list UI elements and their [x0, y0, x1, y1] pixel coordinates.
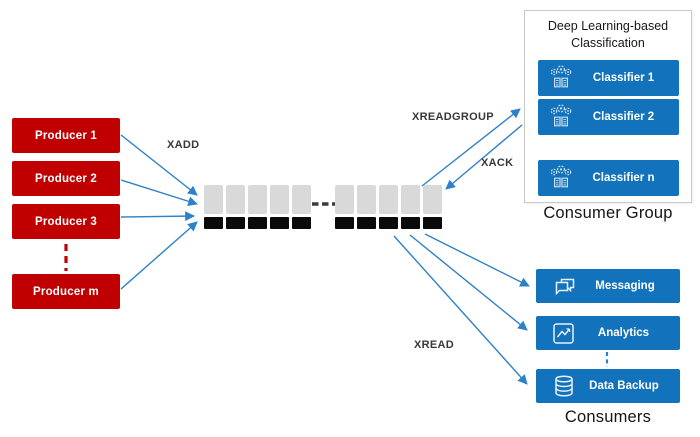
- stream-entry-id: [335, 217, 354, 229]
- stream-entry: [270, 185, 289, 214]
- stream-entry: [357, 185, 376, 214]
- machine-learning-icon: [546, 64, 576, 92]
- stream-entry: [248, 185, 267, 214]
- stream-entry-id: [204, 217, 223, 229]
- classifier-n-row: Classifier n: [538, 160, 679, 196]
- stream-entry: [379, 185, 398, 214]
- stream-entry-id: [248, 217, 267, 229]
- producer-3-label: Producer 3: [34, 215, 98, 228]
- messaging-row: Messaging: [536, 269, 680, 303]
- analytics-row: Analytics: [536, 316, 680, 350]
- producer-2-box: Producer 2: [12, 161, 120, 196]
- machine-learning-icon: [546, 103, 576, 131]
- stream-entry: [204, 185, 223, 214]
- stream-entry: [292, 185, 311, 214]
- messaging-icon: [552, 275, 578, 297]
- xack-label: XACK: [481, 157, 514, 169]
- producer-2-label: Producer 2: [34, 172, 98, 185]
- stream-entry-id: [357, 217, 376, 229]
- xread-arrows: [393, 233, 530, 385]
- stream-entry-id: [270, 217, 289, 229]
- classifier-2-row: Classifier 2: [538, 99, 679, 135]
- data-backup-label: Data Backup: [589, 380, 659, 392]
- xadd-label: XADD: [167, 139, 200, 151]
- classifier-2-label: Classifier 2: [592, 111, 655, 123]
- classifier-1-label: Classifier 1: [592, 72, 655, 84]
- stream-entry-id: [401, 217, 420, 229]
- stream-entry: [423, 185, 442, 214]
- stream-entry-id: [226, 217, 245, 229]
- machine-learning-icon: [546, 164, 576, 192]
- data-backup-row: Data Backup: [536, 369, 680, 403]
- stream-entry: [401, 185, 420, 214]
- producer-3-box: Producer 3: [12, 204, 120, 239]
- database-icon: [552, 374, 576, 398]
- stream-entry-id: [423, 217, 442, 229]
- classifier-1-row: Classifier 1: [538, 60, 679, 96]
- messaging-label: Messaging: [595, 280, 655, 292]
- stream-entry-id: [379, 217, 398, 229]
- consumers-caption: Consumers: [564, 408, 652, 426]
- producer-m-label: Producer m: [33, 285, 99, 298]
- analytics-label: Analytics: [597, 327, 650, 339]
- xadd-arrows: [120, 134, 198, 290]
- consumer-group-title: Deep Learning-based Classification: [547, 19, 669, 50]
- producer-1-box: Producer 1: [12, 118, 120, 153]
- stream-entry: [226, 185, 245, 214]
- stream-entry: [335, 185, 354, 214]
- producer-m-box: Producer m: [12, 274, 120, 309]
- stream-entry-id: [292, 217, 311, 229]
- xread-label: XREAD: [414, 339, 455, 351]
- classifier-n-label: Classifier n: [592, 172, 655, 184]
- xreadgroup-label: XREADGROUP: [412, 111, 494, 123]
- analytics-icon: [552, 322, 575, 345]
- consumer-group-caption: Consumer Group: [543, 204, 673, 222]
- producer-1-label: Producer 1: [34, 129, 98, 142]
